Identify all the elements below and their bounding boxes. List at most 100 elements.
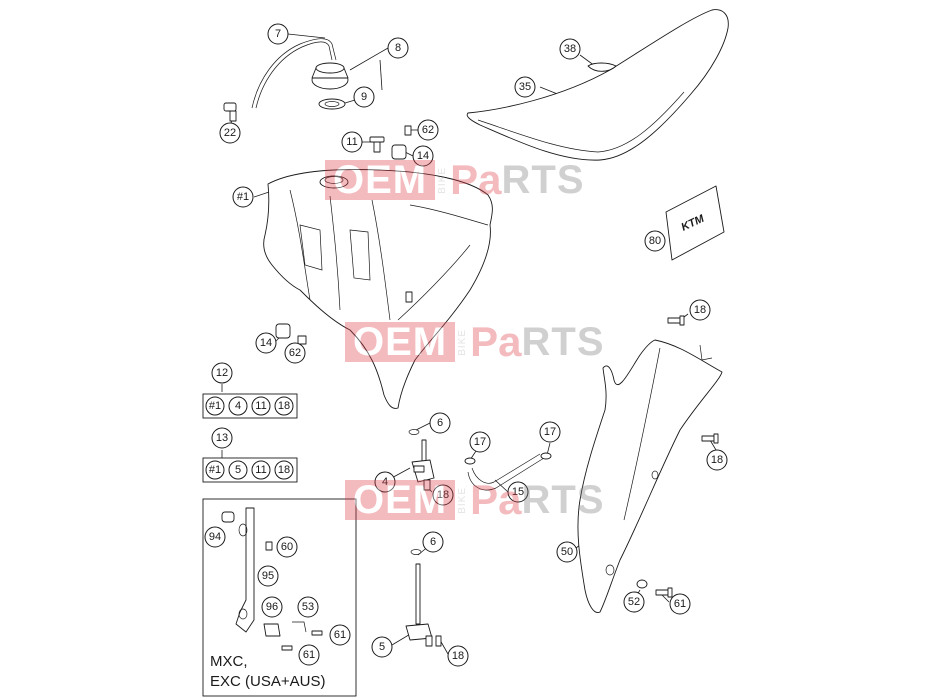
callout-95-label: 95: [262, 570, 274, 582]
callout-18d-label: 18: [452, 650, 464, 662]
callout-15[interactable]: 15: [507, 481, 529, 503]
kit13-item-2[interactable]: 5: [228, 460, 248, 480]
callout-18b[interactable]: 18: [432, 484, 454, 506]
fuel-tap-4: [408, 429, 435, 491]
kit13-item-3[interactable]: 11: [251, 460, 271, 480]
callout-1-label: #1: [237, 191, 249, 203]
callout-11[interactable]: 11: [341, 131, 363, 153]
callout-18a-label: 18: [694, 304, 706, 316]
callout-96[interactable]: 96: [261, 596, 283, 618]
fuel-tank: [263, 169, 493, 409]
variant-box: [202, 498, 357, 697]
callout-22[interactable]: 22: [219, 122, 241, 144]
callout-17b[interactable]: 17: [539, 421, 561, 443]
tank-spoiler: [577, 339, 723, 613]
callout-61c[interactable]: 61: [669, 593, 691, 615]
fuel-cap: [311, 62, 349, 90]
callout-13-label: 13: [216, 432, 228, 444]
kit13-item-4-label: 18: [278, 464, 290, 476]
variant-label-line1: MXC,: [210, 653, 248, 670]
spacer-14-lower: [275, 323, 291, 339]
fuel-tap-5: [405, 549, 433, 647]
callout-17a[interactable]: 17: [469, 431, 491, 453]
callout-6b[interactable]: 6: [422, 531, 444, 553]
callout-1[interactable]: #1: [232, 186, 254, 208]
breather-hose: [251, 38, 337, 109]
callout-61a[interactable]: 61: [329, 624, 351, 646]
callout-62b-label: 62: [289, 347, 301, 359]
callout-18b-label: 18: [437, 489, 449, 501]
callout-38[interactable]: 38: [559, 38, 581, 60]
callout-5[interactable]: 5: [371, 636, 393, 658]
tank-bolt-11: [369, 136, 385, 153]
callout-12-label: 12: [216, 367, 228, 379]
kit13-item-4[interactable]: 18: [274, 460, 294, 480]
kit12-item-1-label: #1: [209, 400, 221, 412]
screw-62: [404, 125, 412, 136]
callout-11-label: 11: [346, 136, 357, 148]
callout-9[interactable]: 9: [353, 86, 375, 108]
breather-valve: [223, 102, 237, 122]
callout-61c-label: 61: [674, 598, 686, 610]
spacer-14: [391, 144, 407, 160]
hose-clamp-17a: [464, 457, 476, 465]
callout-6b-label: 6: [430, 536, 436, 548]
kit13-item-1[interactable]: #1: [205, 460, 225, 480]
callout-38-label: 38: [564, 43, 576, 55]
callout-6a-label: 6: [437, 417, 443, 429]
callout-94-label: 94: [209, 531, 221, 543]
clip-96: [263, 623, 281, 637]
callout-18c[interactable]: 18: [706, 449, 728, 471]
kit12-item-3[interactable]: 11: [251, 396, 271, 416]
callout-62a[interactable]: 62: [417, 119, 439, 141]
callout-35[interactable]: 35: [514, 76, 536, 98]
callout-12[interactable]: 12: [211, 362, 233, 384]
callout-4[interactable]: 4: [374, 471, 396, 493]
seat: [466, 9, 729, 161]
callout-60-label: 60: [281, 541, 293, 553]
callout-53[interactable]: 53: [297, 596, 319, 618]
kit13-item-3-label: 11: [255, 464, 266, 476]
callout-18d[interactable]: 18: [447, 645, 469, 667]
callout-7[interactable]: 7: [267, 23, 289, 45]
callout-60[interactable]: 60: [276, 536, 298, 558]
callout-62b[interactable]: 62: [284, 342, 306, 364]
callout-5-label: 5: [379, 641, 385, 653]
callout-18c-label: 18: [711, 454, 723, 466]
callout-61b[interactable]: 61: [298, 644, 320, 666]
kit12-item-2[interactable]: 4: [228, 396, 248, 416]
variant-label-line2: EXC (USA+AUS): [210, 673, 326, 690]
callout-50[interactable]: 50: [556, 541, 578, 563]
callout-80[interactable]: 80: [644, 230, 666, 252]
screw-18d: [435, 635, 442, 647]
callout-22-label: 22: [224, 127, 236, 139]
callout-50-label: 50: [561, 546, 573, 558]
tank-bracket: [235, 507, 255, 633]
callout-95[interactable]: 95: [257, 565, 279, 587]
nut-53: [292, 621, 307, 633]
callout-6a[interactable]: 6: [429, 412, 451, 434]
callout-14b[interactable]: 14: [255, 332, 277, 354]
kit12-item-4-label: 18: [278, 400, 290, 412]
bushing-94: [221, 511, 235, 523]
callout-17a-label: 17: [474, 436, 486, 448]
callout-13[interactable]: 13: [211, 427, 233, 449]
callout-7-label: 7: [275, 28, 281, 40]
screw-61b: [281, 645, 293, 651]
kit12-item-2-label: 4: [235, 400, 241, 412]
callout-18a[interactable]: 18: [689, 299, 711, 321]
screw-61c: [655, 587, 673, 598]
callout-52[interactable]: 52: [623, 591, 645, 613]
callout-94[interactable]: 94: [204, 526, 226, 548]
callout-8[interactable]: 8: [387, 37, 409, 59]
kit12-item-1[interactable]: #1: [205, 396, 225, 416]
callout-35-label: 35: [519, 81, 531, 93]
fuel-hose: [467, 457, 545, 491]
kit12-item-4[interactable]: 18: [274, 396, 294, 416]
callout-80-label: 80: [649, 235, 661, 247]
callout-14a[interactable]: 14: [412, 145, 434, 167]
screw-18c: [701, 433, 719, 444]
kit12-item-3-label: 11: [255, 400, 266, 412]
variant-label: MXC, EXC (USA+AUS): [210, 652, 325, 692]
